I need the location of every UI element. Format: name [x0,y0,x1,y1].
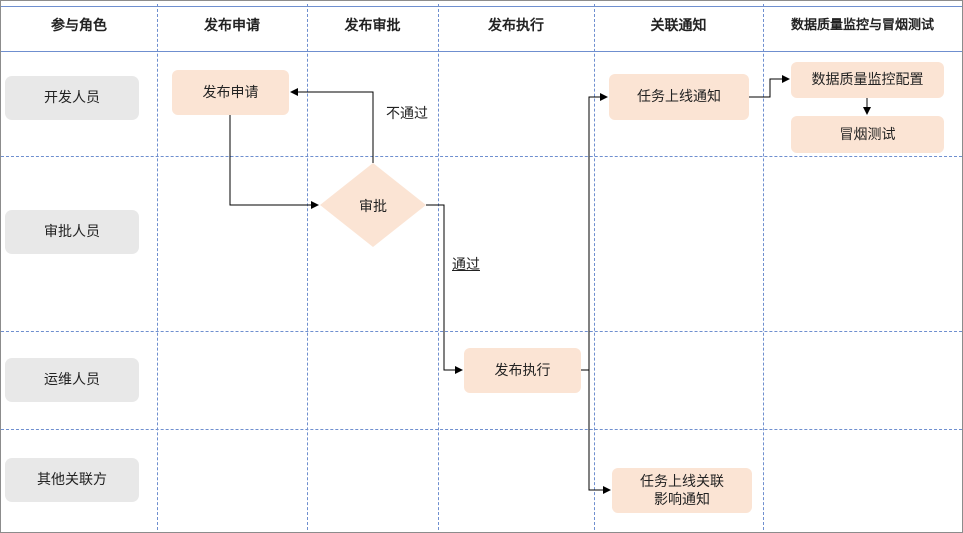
header-quality: 数据质量监控与冒烟测试 [790,18,934,33]
top-border-line [1,6,962,7]
role-developer: 开发人员 [5,76,139,120]
role-others: 其他关联方 [5,458,139,502]
lane-divider-5 [763,4,764,530]
node-impact-notify-line1: 任务上线关联 [640,473,724,490]
role-approver: 审批人员 [5,210,139,254]
row-divider-2 [1,331,962,332]
lane-divider-1 [157,4,158,530]
node-quality-config: 数据质量监控配置 [791,62,944,98]
lane-divider-2 [307,4,308,530]
header-execute: 发布执行 [488,18,544,34]
approve-diamond [320,163,426,247]
header-apply: 发布申请 [204,18,260,34]
lane-divider-3 [438,4,439,530]
arrow-apply-to-approve [229,115,319,209]
row-divider-1 [1,156,962,157]
node-smoke-test: 冒烟测试 [791,116,944,153]
header-separator-line [1,51,962,52]
edge-label-rejected: 不通过 [386,106,428,122]
header-roles: 参与角色 [51,18,107,34]
edge-label-passed: 通过 [452,257,480,273]
header-approve: 发布审批 [344,18,401,34]
arrow-rejected-to-apply [290,88,374,163]
node-approve-label: 审批 [359,199,387,215]
node-apply: 发布申请 [172,70,289,115]
node-execute: 发布执行 [464,348,581,393]
node-impact-notify-line2: 影响通知 [654,491,710,508]
row-divider-3 [1,429,962,430]
arrow-passed-to-execute [426,204,463,374]
arrow-notify-to-quality-config [749,75,790,98]
lane-divider-4 [594,4,595,530]
role-ops: 运维人员 [5,358,139,402]
node-online-notify: 任务上线通知 [609,74,749,120]
arrow-execute-to-impact-notify [588,370,611,494]
header-notify: 关联通知 [650,18,707,34]
node-impact-notify: 任务上线关联 影响通知 [612,468,752,513]
arrow-execute-to-online-notify [588,93,608,370]
